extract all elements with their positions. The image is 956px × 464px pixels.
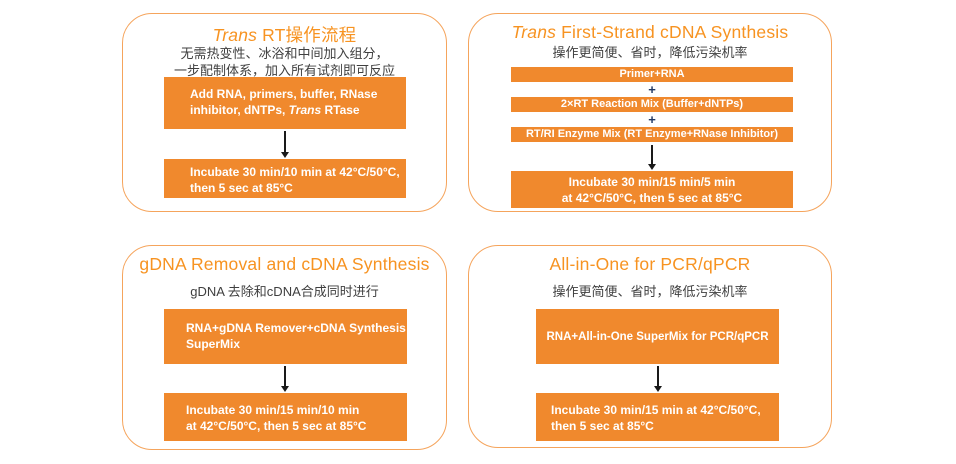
panel-gdna-removal: gDNA Removal and cDNA Synthesis gDNA 去除和… [122,245,447,450]
title-rest: RT操作流程 [257,25,357,45]
step-text-line: Incubate 30 min/15 min at 42°C/50°C, [551,403,761,417]
step-text-line: RNA+All-in-One SuperMix for PCR/qPCR [546,330,769,343]
step-text-line: Add RNA, primers, buffer, RNase [190,87,378,101]
step-box-mix: RNA+All-in-One SuperMix for PCR/qPCR [536,309,779,364]
step-text-line: Incubate 30 min/15 min/10 min [186,403,360,417]
panel-trans-rt: Trans RT操作流程 无需热变性、冰浴和中间加入组分， 一步配制体系，加入所… [122,13,447,212]
step-text-line: then 5 sec at 85°C [551,419,654,433]
step-box-mix: RNA+gDNA Remover+cDNA Synthesis SuperMix [164,309,407,364]
title-rest: First-Strand cDNA Synthesis [556,22,789,42]
panel-title: All-in-One for PCR/qPCR [549,254,751,274]
panel-title: Trans First-Strand cDNA Synthesis [469,22,831,43]
plus-connector: + [648,112,656,127]
subtitle-line: 一步配制体系，加入所有试剂即可反应 [173,62,395,78]
panel-title: Trans RT操作流程 [123,22,446,47]
step-text-line: at 42°C/50°C, then 5 sec at 85°C [561,191,743,205]
step-text-line: RNA+gDNA Remover+cDNA Synthesis [186,321,406,335]
component-bar-primer-rna: Primer+RNA [511,67,793,82]
panel-all-in-one: All-in-One for PCR/qPCR 操作更简便、省时，降低污染机率 … [468,245,832,448]
step-text-line: SuperMix [186,336,241,351]
step-text-line: Incubate 30 min/15 min/5 min [568,175,736,189]
component-bar-rt-reaction-mix: 2×RT Reaction Mix (Buffer+dNTPs) [511,97,793,112]
panel-subtitle: 无需热变性、冰浴和中间加入组分， 一步配制体系，加入所有试剂即可反应 [123,46,446,79]
step-box-incubate: Incubate 30 min/15 min at 42°C/50°C, the… [536,393,779,441]
step-text-line: then 5 sec at 85°C [190,181,293,195]
panel-trans-first-strand: Trans First-Strand cDNA Synthesis 操作更简便、… [468,13,832,212]
arrow-down-icon [650,366,666,392]
step-text-line: inhibitor, dNTPs, Trans RTase [190,103,360,117]
title-italic-trans: Trans [511,22,557,42]
subtitle-line: 操作更简便、省时，降低污染机率 [552,284,748,299]
component-bar-enzyme-mix: RT/RI Enzyme Mix (RT Enzyme+RNase Inhibi… [511,127,793,142]
subtitle-line: 无需热变性、冰浴和中间加入组分， [180,46,389,61]
subtitle-line: 操作更简便、省时，降低污染机率 [552,45,748,60]
title-italic-trans: Trans [212,25,258,45]
step-box-add-reagents: Add RNA, primers, buffer, RNase inhibito… [164,77,406,129]
step-box-incubate: Incubate 30 min/15 min/5 min at 42°C/50°… [511,171,793,208]
arrow-down-icon [644,145,660,170]
panel-subtitle: gDNA 去除和cDNA合成同时进行 [123,284,446,301]
step-box-incubate: Incubate 30 min/10 min at 42°C/50°C, the… [164,159,406,198]
arrow-down-icon [277,366,293,392]
step-text-line: at 42°C/50°C, then 5 sec at 85°C [186,419,367,433]
plus-connector: + [648,82,656,97]
panel-title: gDNA Removal and cDNA Synthesis [139,254,430,274]
step-text-line: Incubate 30 min/10 min at 42°C/50°C, [190,165,400,179]
step-box-incubate: Incubate 30 min/15 min/10 min at 42°C/50… [164,393,407,441]
subtitle-line: gDNA 去除和cDNA合成同时进行 [190,284,379,299]
panel-subtitle: 操作更简便、省时，降低污染机率 [469,284,831,301]
panel-subtitle: 操作更简便、省时，降低污染机率 [469,45,831,62]
arrow-down-icon [277,131,293,158]
